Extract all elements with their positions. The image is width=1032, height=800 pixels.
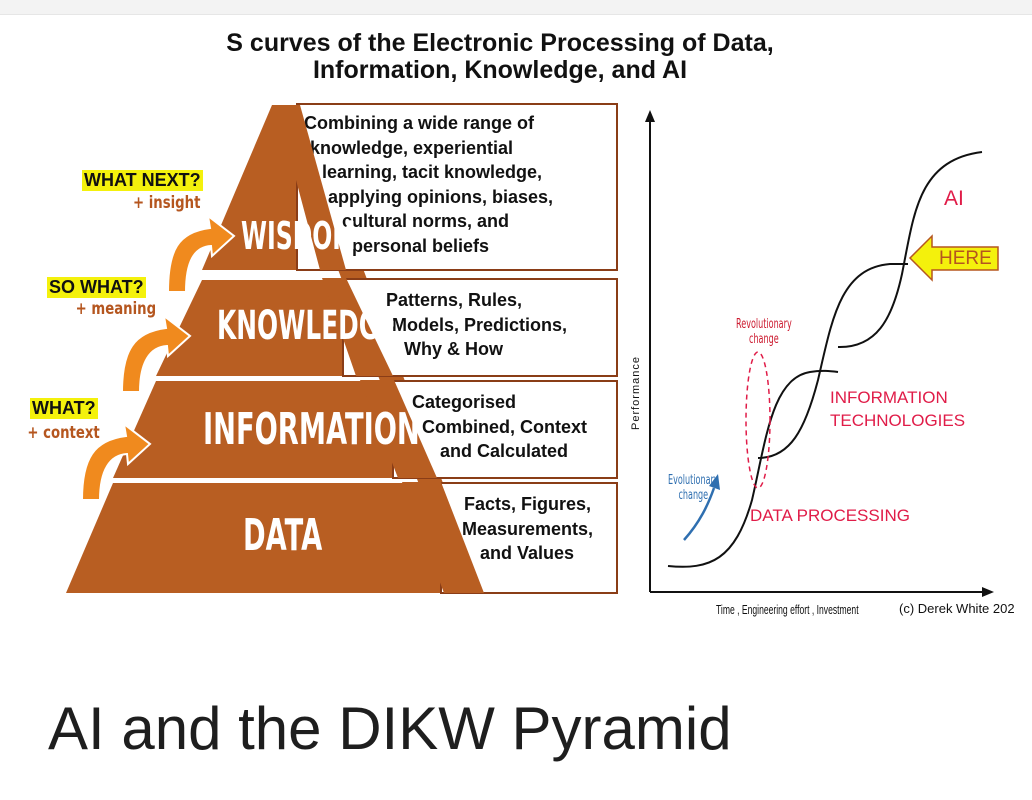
information-label: INFORMATION	[203, 404, 420, 455]
ai-curve	[837, 151, 983, 349]
data-desc-line-1: Facts, Figures,	[464, 494, 592, 514]
evolutionary-line-2: change	[678, 488, 709, 503]
revolutionary-line-2: change	[749, 332, 779, 347]
revolutionary-change-ellipse	[745, 351, 771, 489]
article-headline: AI and the DIKW Pyramid	[48, 695, 732, 762]
question-what: WHAT?	[30, 398, 98, 419]
pyramid-information-edge	[360, 380, 437, 478]
knowledge-label: KNOWLEDGE	[217, 303, 397, 349]
top-bar	[0, 0, 1032, 15]
information-desc-line-1: Categorised	[412, 392, 517, 412]
knowledge-desc-line-3: Why & How	[404, 339, 503, 359]
wisdom-label: WISDOM	[241, 214, 356, 258]
plus-meaning: + meaning	[75, 299, 156, 319]
x-axis-arrowhead	[982, 587, 994, 597]
wisdom-desc-line-3: learning, tacit knowledge,	[322, 162, 543, 182]
info-tech-label-line-1: INFORMATION	[830, 388, 948, 407]
information-technologies-curve	[757, 263, 908, 459]
information-desc-line-2: Combined, Context	[422, 416, 587, 437]
here-arrow	[908, 234, 999, 282]
figure-title-line-2: Information, Knowledge, and AI	[312, 56, 688, 84]
ai-curve-label: AI	[944, 187, 964, 210]
figure-title-line-1: S curves of the Electronic Processing of…	[226, 29, 774, 57]
pyramid-knowledge-edge	[322, 278, 393, 376]
progression-arrows	[80, 213, 236, 501]
arrow-to-wisdom	[166, 213, 236, 293]
wisdom-desc-line-4: applying opinions, biases,	[328, 186, 554, 207]
info-tech-label-line-2: TECHNOLOGIES	[830, 411, 966, 430]
x-axis-label: Time , Engineering effort , Investment	[716, 602, 859, 617]
knowledge-desc-line-2: Models, Predictions,	[392, 314, 568, 335]
arrow-to-knowledge	[120, 313, 192, 393]
data-label: DATA	[243, 510, 323, 561]
data-desc-line-3: and Values	[480, 543, 575, 563]
plus-context: + context	[27, 423, 100, 443]
wisdom-desc-line-6: personal beliefs	[352, 235, 490, 256]
pyramid-apex-edge	[276, 105, 346, 270]
evolutionary-line-1: Evolutionary	[668, 473, 719, 488]
wisdom-description: Combining a wide range of knowledge, exp…	[296, 103, 618, 271]
data-tier	[66, 483, 484, 593]
knowledge-desc-line-1: Patterns, Rules,	[386, 290, 523, 310]
data-processing-label: DATA PROCESSING	[750, 506, 910, 525]
information-tier	[113, 381, 436, 478]
evolutionary-change-note: Evolutionary change	[668, 473, 719, 503]
revolutionary-change-note: Revolutionary change	[736, 317, 792, 347]
arrow-to-information	[80, 421, 152, 501]
pyramid-data-edge	[402, 482, 484, 593]
figure-title: S curves of the Electronic Processing of…	[120, 30, 880, 84]
revolutionary-line-1: Revolutionary	[736, 317, 792, 332]
data-desc-line-2: Measurements,	[462, 518, 594, 539]
data-description: Facts, Figures, Measurements, and Values	[440, 482, 618, 594]
wisdom-desc-line-2: knowledge, experiential	[310, 137, 514, 158]
wisdom-desc-line-5: cultural norms, and	[342, 211, 510, 231]
plus-insight: + insight	[132, 193, 200, 213]
evolutionary-change-arrow	[683, 487, 716, 541]
question-what-next: WHAT NEXT?	[82, 170, 203, 191]
knowledge-description: Patterns, Rules, Models, Predictions, Wh…	[342, 278, 618, 377]
y-axis-arrowhead	[645, 110, 655, 122]
here-label: HERE	[939, 248, 992, 269]
evolutionary-change-arrowhead	[709, 474, 720, 490]
question-so-what: SO WHAT?	[47, 277, 146, 298]
y-axis-label: Performance	[630, 356, 642, 430]
copyright-note: (c) Derek White 202	[899, 601, 1015, 616]
information-desc-line-3: and Calculated	[440, 441, 569, 461]
wisdom-desc-line-1: Combining a wide range of	[304, 113, 535, 133]
